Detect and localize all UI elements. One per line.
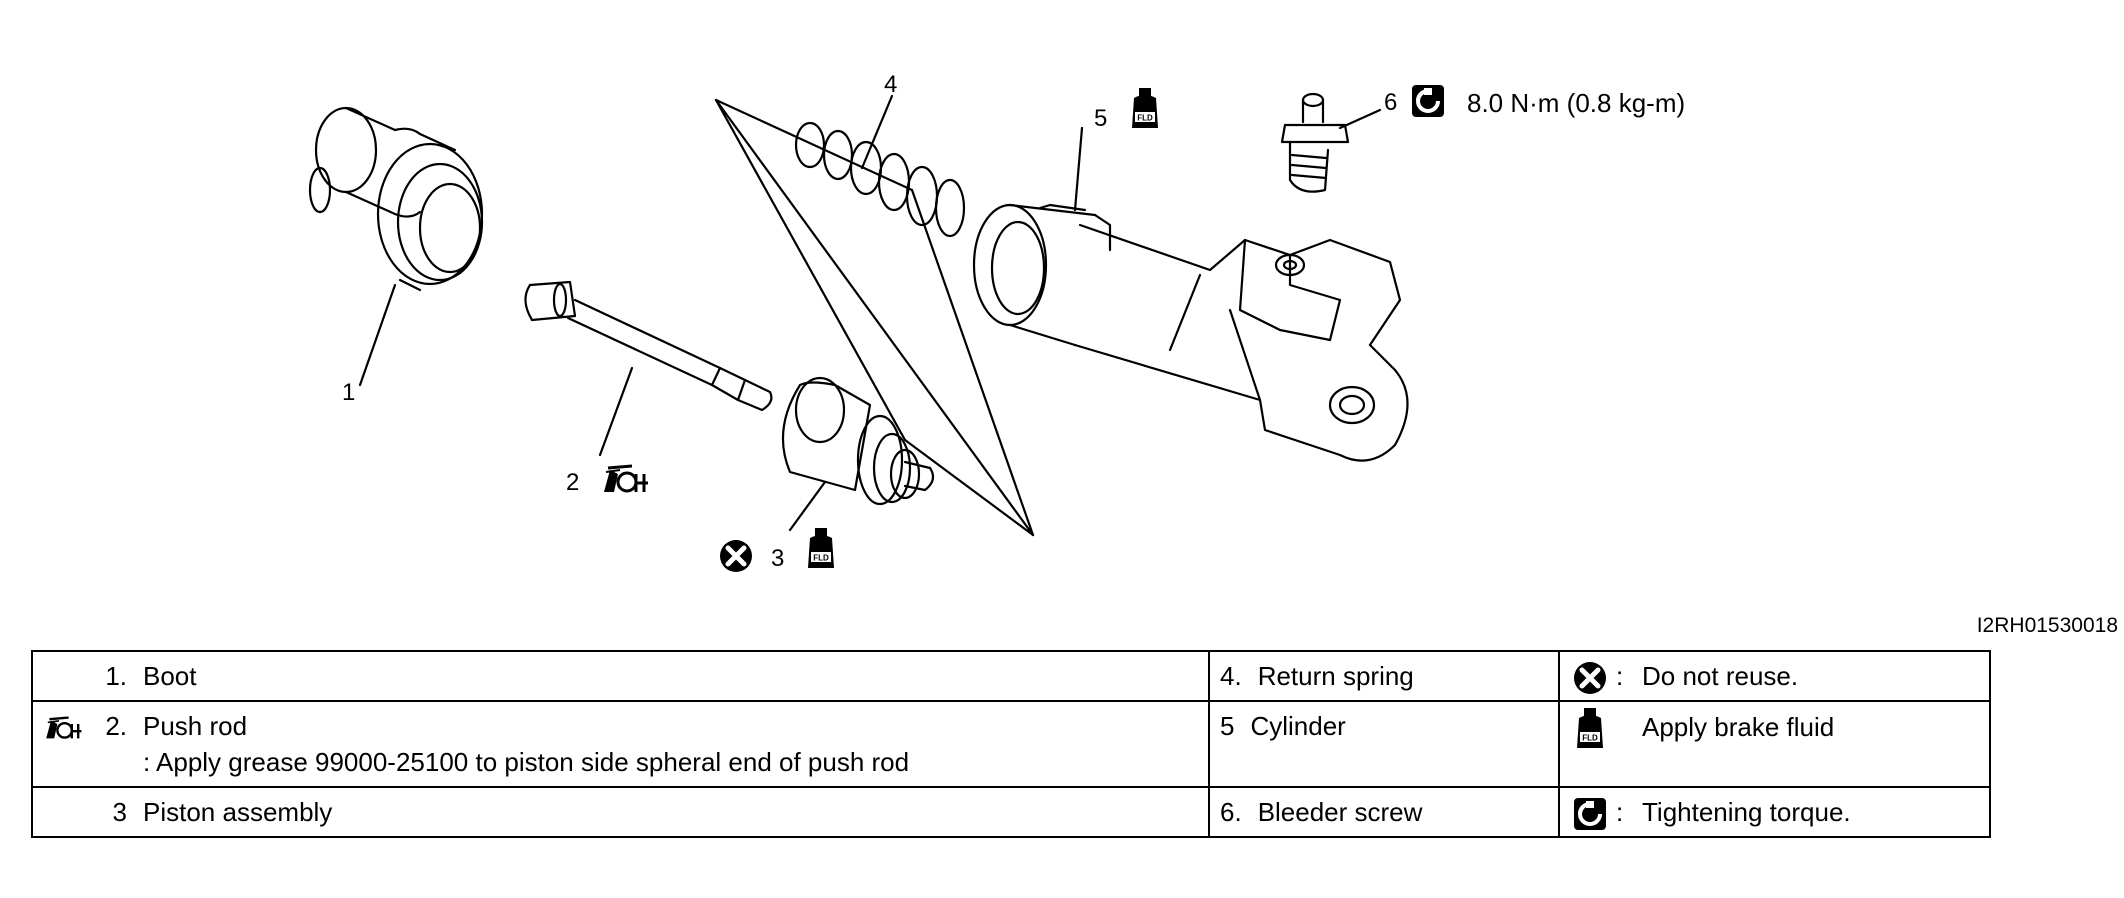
legend-label: Cylinder: [1250, 711, 1346, 742]
legend-note: : Apply grease 99000-25100 to piston sid…: [143, 747, 910, 778]
cylinder-part: [972, 203, 1409, 462]
callout-4: 4: [884, 71, 897, 98]
exploded-view-diagram: FLD: [308, 71, 1685, 640]
legend-cell: :Tightening torque.: [1558, 786, 1991, 839]
tightening-torque-icon: [1410, 83, 1446, 119]
section-line: [910, 188, 1035, 537]
legend-cell: 4.Return spring: [1208, 649, 1560, 703]
bleeder-screw-part: [1280, 92, 1350, 193]
figure-id: I2RH01530018: [1976, 614, 2118, 637]
section-line: [903, 438, 1035, 537]
legend-label: Bleeder screw: [1257, 797, 1423, 828]
legend-cell: 2.Push rod : Apply grease 99000-25100 to…: [31, 700, 1210, 789]
legend-label: Return spring: [1257, 661, 1414, 691]
leader-line-4: [860, 94, 894, 170]
legend-label: Tightening torque.: [1642, 797, 1851, 828]
brake-fluid-bottle-icon: [1577, 708, 1603, 749]
section-line: [714, 98, 1035, 537]
legend-cell: 6.Bleeder screw: [1208, 786, 1560, 839]
section-line: [714, 98, 907, 442]
legend-cell: :Do not reuse.: [1558, 649, 1991, 703]
tightening-torque-icon: [1572, 798, 1608, 831]
callout-5: 5: [1094, 105, 1107, 132]
legend-label: Boot: [143, 661, 197, 691]
table-row: 1.Boot 4.Return spring :Do not reuse.: [31, 649, 1991, 703]
do-not-reuse-icon: [720, 540, 752, 572]
grease-gun-icon: [45, 716, 83, 740]
do-not-reuse-icon: [1570, 662, 1610, 694]
return-spring-part: [794, 121, 966, 238]
leader-line-1: [358, 283, 397, 387]
section-line: [714, 98, 914, 192]
callout-1: 1: [342, 379, 355, 406]
legend-label: Push rod: [143, 711, 248, 742]
leader-line-2: [598, 366, 634, 457]
leader-line-6: [1338, 108, 1382, 130]
piston-assembly-part: [781, 376, 935, 506]
parts-legend-table: 1.Boot 4.Return spring :Do not reuse. 2.…: [31, 649, 1991, 839]
push-rod-part: [524, 280, 773, 412]
table-row: 2.Push rod : Apply grease 99000-25100 to…: [31, 700, 1991, 789]
boot-part: [308, 106, 484, 292]
brake-fluid-bottle-icon: [808, 528, 834, 568]
callout-6: 6: [1384, 89, 1397, 116]
legend-label: Piston assembly: [143, 797, 333, 828]
callout-2: 2: [566, 469, 579, 496]
legend-cell: 1.Boot: [31, 649, 1210, 703]
legend-label: Do not reuse.: [1642, 661, 1799, 691]
torque-spec: 8.0 N·m (0.8 kg-m): [1467, 88, 1685, 118]
callout-3: 3: [771, 545, 784, 572]
grease-gun-icon: [602, 464, 650, 494]
brake-fluid-bottle-icon: [1132, 88, 1158, 128]
legend-cell: Apply brake fluid: [1558, 700, 1991, 789]
legend-label: Apply brake fluid: [1642, 712, 1835, 742]
leader-line-5: [1073, 126, 1084, 212]
leader-line-3: [788, 480, 827, 532]
